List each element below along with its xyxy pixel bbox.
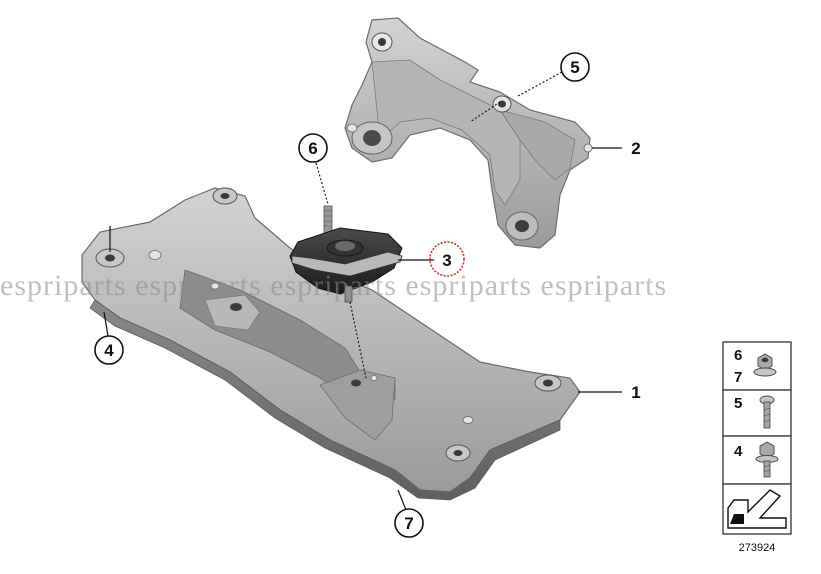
callout-3: 3 bbox=[429, 241, 465, 277]
flange-bolt-icon bbox=[755, 441, 779, 478]
direction-arrow-icon bbox=[727, 489, 787, 529]
callout-3-highlight bbox=[429, 241, 465, 277]
diagram-number: 273924 bbox=[739, 542, 776, 554]
leader-lines bbox=[103, 71, 622, 511]
flange-nut-icon bbox=[753, 353, 777, 377]
callout-7: 7 bbox=[394, 508, 424, 538]
legend-row1-top: 6 bbox=[734, 347, 742, 364]
callout-2: 2 bbox=[631, 139, 640, 158]
callout-4-label: 4 bbox=[104, 341, 114, 360]
screw-icon bbox=[759, 395, 775, 429]
callout-4: 4 bbox=[94, 335, 124, 365]
parts-legend: 6 7 5 4 bbox=[722, 341, 792, 535]
callout-1: 1 bbox=[631, 383, 640, 402]
transmission-mount bbox=[289, 205, 403, 303]
callout-6: 6 bbox=[298, 133, 328, 163]
callout-3-label: 3 bbox=[442, 251, 451, 270]
legend-row2: 5 bbox=[734, 395, 742, 412]
transmission-bracket bbox=[344, 17, 593, 249]
callout-5-label: 5 bbox=[570, 58, 579, 77]
legend-row1-bottom: 7 bbox=[734, 369, 742, 386]
callout-1-label: 1 bbox=[631, 383, 640, 402]
legend-row3: 4 bbox=[734, 443, 743, 460]
callout-6-label: 6 bbox=[308, 139, 317, 158]
callout-7-label: 7 bbox=[404, 514, 413, 533]
callout-2-label: 2 bbox=[631, 139, 640, 158]
watermark-text: espriparts espriparts espriparts espripa… bbox=[0, 269, 667, 302]
callout-5: 5 bbox=[560, 52, 590, 82]
